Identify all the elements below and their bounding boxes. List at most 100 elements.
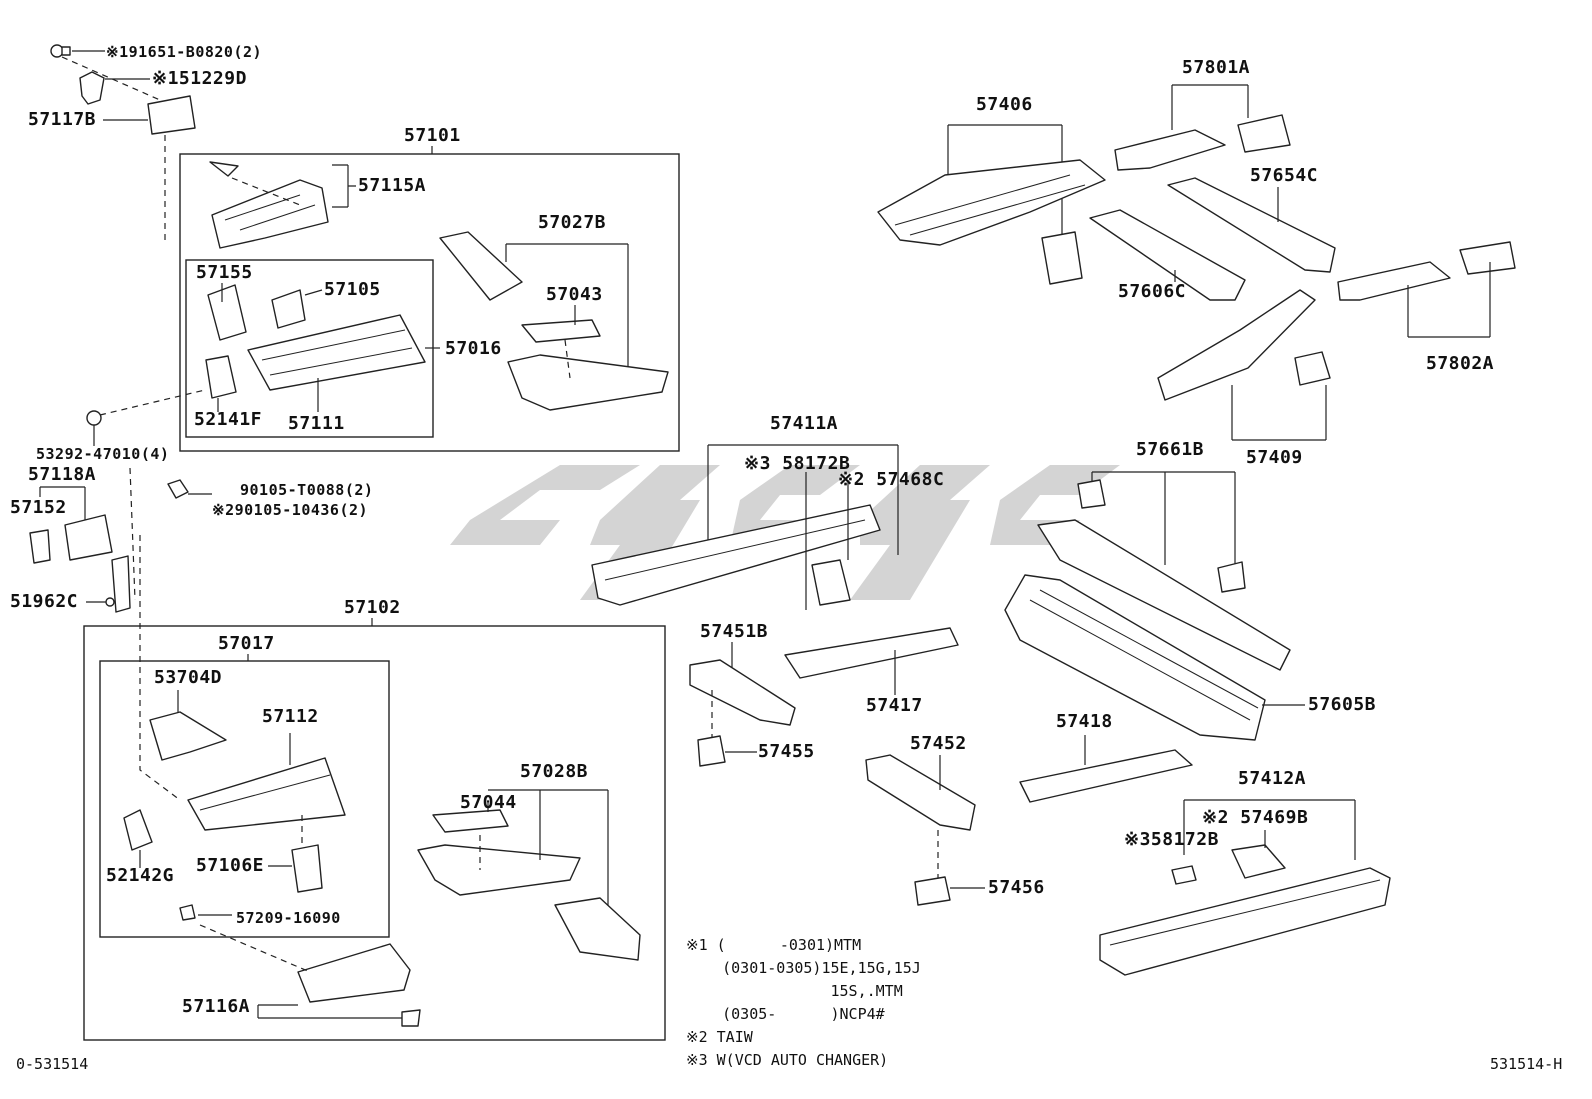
- label-57412A: 57412A: [1238, 768, 1307, 789]
- label-53704D: 53704D: [154, 667, 223, 688]
- part-57116A-shape: [297, 943, 411, 1003]
- note-line-1: ※1 ( -0301)MTM: [686, 936, 862, 954]
- part-57606C-shape: [1089, 209, 1246, 301]
- label-57661B: 57661B: [1136, 439, 1205, 460]
- label-57411A: 57411A: [770, 413, 839, 434]
- label-51962C: 51962C: [10, 591, 79, 612]
- group-box-57017: [99, 660, 390, 938]
- part-57456-shape: [914, 876, 951, 906]
- part-57105-shape: [271, 289, 306, 329]
- label-57456: 57456: [988, 877, 1045, 898]
- part-57409-bracket-shape: [1294, 351, 1331, 386]
- label-57106E: 57106E: [196, 855, 265, 876]
- label-57105: 57105: [324, 279, 381, 300]
- note-line-4: (0305- )NCP4#: [686, 1005, 885, 1023]
- part-57027B-top-shape: [439, 231, 523, 301]
- bolt-191651-shape: [50, 44, 71, 58]
- part-57028B-sill-shape: [417, 844, 581, 896]
- bolt-57209-shape: [179, 904, 196, 921]
- bolt-90105-shape: [167, 479, 189, 499]
- label-57101: 57101: [404, 125, 461, 146]
- part-57409-shape: [1157, 289, 1316, 401]
- part-57802A-rail-shape: [1337, 261, 1451, 301]
- part-57654C-shape: [1167, 177, 1336, 273]
- label-57118A: 57118A: [28, 464, 97, 485]
- label-57152: 57152: [10, 497, 67, 518]
- note-line-3: 15S,.MTM: [686, 982, 903, 1000]
- label-52142G: 52142G: [106, 865, 175, 886]
- group-box-57101: [179, 153, 680, 452]
- label-57116A: 57116A: [182, 996, 251, 1017]
- part-57028B-rear-shape: [554, 897, 641, 961]
- label-57155: 57155: [196, 262, 253, 283]
- group-box-57102: [83, 625, 666, 1041]
- part-53704D-shape: [149, 711, 227, 761]
- label-57043: 57043: [546, 284, 603, 305]
- label-57605B: 57605B: [1308, 694, 1377, 715]
- part-57411A-shape: [591, 504, 881, 606]
- figure-code: 531514-H: [1490, 1055, 1563, 1073]
- label-57452: 57452: [910, 733, 967, 754]
- label-90105-T0088: 90105-T0088(2): [240, 481, 374, 499]
- part-57027B-sill-shape: [507, 354, 669, 411]
- label-57606C: 57606C: [1118, 281, 1187, 302]
- label-57468C: ※2 57468C: [838, 469, 945, 490]
- label-57117B: 57117B: [28, 109, 97, 130]
- part-57118A-shape: [64, 514, 113, 561]
- label-57451B: 57451B: [700, 621, 769, 642]
- label-57115A: 57115A: [358, 175, 427, 196]
- label-57209-16090: 57209-16090: [236, 909, 341, 927]
- label-57802A: 57802A: [1426, 353, 1495, 374]
- label-57027B: 57027B: [538, 212, 607, 233]
- part-57417-shape: [784, 627, 959, 679]
- part-51962C-shape: [111, 555, 131, 613]
- label-58172B-lower: ※358172B: [1124, 829, 1219, 850]
- part-57661B-bracket-b-shape: [1217, 561, 1246, 593]
- note-line-6: ※3 W(VCD AUTO CHANGER): [686, 1051, 889, 1069]
- label-57654C: 57654C: [1250, 165, 1319, 186]
- part-57455-shape: [697, 735, 726, 767]
- bolt-53292-shape: [86, 410, 102, 426]
- label-57409: 57409: [1246, 447, 1303, 468]
- label-57112: 57112: [262, 706, 319, 727]
- label-57801A: 57801A: [1182, 57, 1251, 78]
- label-58172B-upper: ※3 58172B: [744, 453, 851, 474]
- part-57112-shape: [187, 757, 346, 831]
- part-52141F-shape: [205, 355, 237, 399]
- label-57102: 57102: [344, 597, 401, 618]
- part-57406-bracket-shape: [1041, 231, 1083, 285]
- part-57044-shape: [432, 809, 509, 833]
- label-57017: 57017: [218, 633, 275, 654]
- label-57469B: ※2 57469B: [1202, 807, 1309, 828]
- part-52142G-shape: [123, 809, 153, 851]
- part-57106E-shape: [291, 844, 323, 893]
- label-57016: 57016: [445, 338, 502, 359]
- part-57043-shape: [521, 319, 601, 343]
- part-57801A-bracket-shape: [1237, 114, 1291, 153]
- part-57418-shape: [1019, 749, 1193, 803]
- part-57661B-bracket-a-shape: [1077, 479, 1106, 509]
- label-51229D: ※151229D: [152, 68, 247, 89]
- part-57152-shape: [29, 529, 51, 564]
- note-line-2: (0301-0305)15E,15G,15J: [686, 959, 921, 977]
- part-57451B-shape: [689, 659, 796, 726]
- label-57111: 57111: [288, 413, 345, 434]
- part-57469B-shape: [1231, 844, 1286, 879]
- label-57406: 57406: [976, 94, 1033, 115]
- diagram-id: 0-531514: [16, 1055, 89, 1073]
- label-90105-10436: ※290105-10436(2): [212, 501, 369, 519]
- part-57802A-bracket-shape: [1459, 241, 1516, 275]
- part-57661B-shape: [1037, 519, 1291, 671]
- part-58172B-shape: [1171, 865, 1197, 885]
- label-53292-47010: 53292-47010(4): [36, 445, 170, 463]
- part-57801A-rail-shape: [1114, 129, 1226, 171]
- label-191651-B0820: ※191651-B0820(2): [106, 43, 263, 61]
- label-52141F: 52141F: [194, 409, 263, 430]
- bracket-51229D-shape: [79, 71, 105, 105]
- part-57016-shape: [247, 314, 426, 391]
- part-57155-shape: [207, 284, 247, 341]
- label-57044: 57044: [460, 792, 517, 813]
- plate-57117B-shape: [147, 95, 196, 135]
